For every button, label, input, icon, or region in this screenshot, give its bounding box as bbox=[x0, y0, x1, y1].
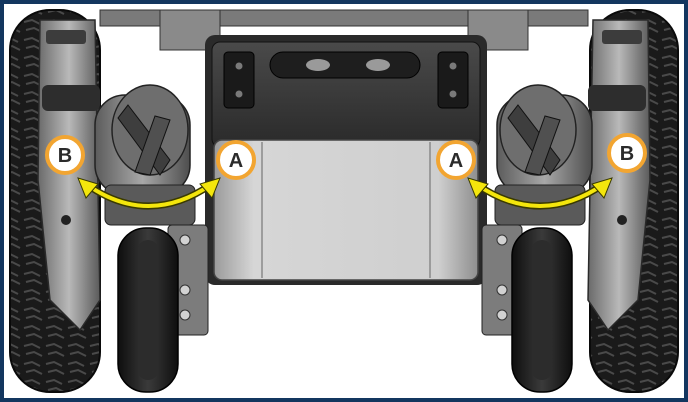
callout-b-left: B bbox=[45, 135, 85, 175]
callout-a-left-label: A bbox=[229, 150, 243, 172]
right-curved-double-arrow-icon bbox=[467, 177, 613, 210]
right-caster-assembly bbox=[481, 184, 586, 393]
left-curved-double-arrow-icon bbox=[77, 177, 221, 210]
left-suspension-arm bbox=[37, 19, 101, 332]
callout-b-left-label: B bbox=[58, 145, 72, 167]
callout-a-right: A bbox=[436, 140, 476, 180]
left-drive-motor bbox=[94, 84, 191, 196]
right-suspension-arm bbox=[587, 19, 651, 332]
callout-b-right: B bbox=[607, 133, 647, 173]
callout-b-right-label: B bbox=[620, 143, 634, 165]
battery-box bbox=[205, 35, 487, 285]
callout-a-right-label: A bbox=[449, 150, 463, 172]
callout-a-left: A bbox=[216, 140, 256, 180]
right-drive-motor bbox=[496, 84, 593, 196]
